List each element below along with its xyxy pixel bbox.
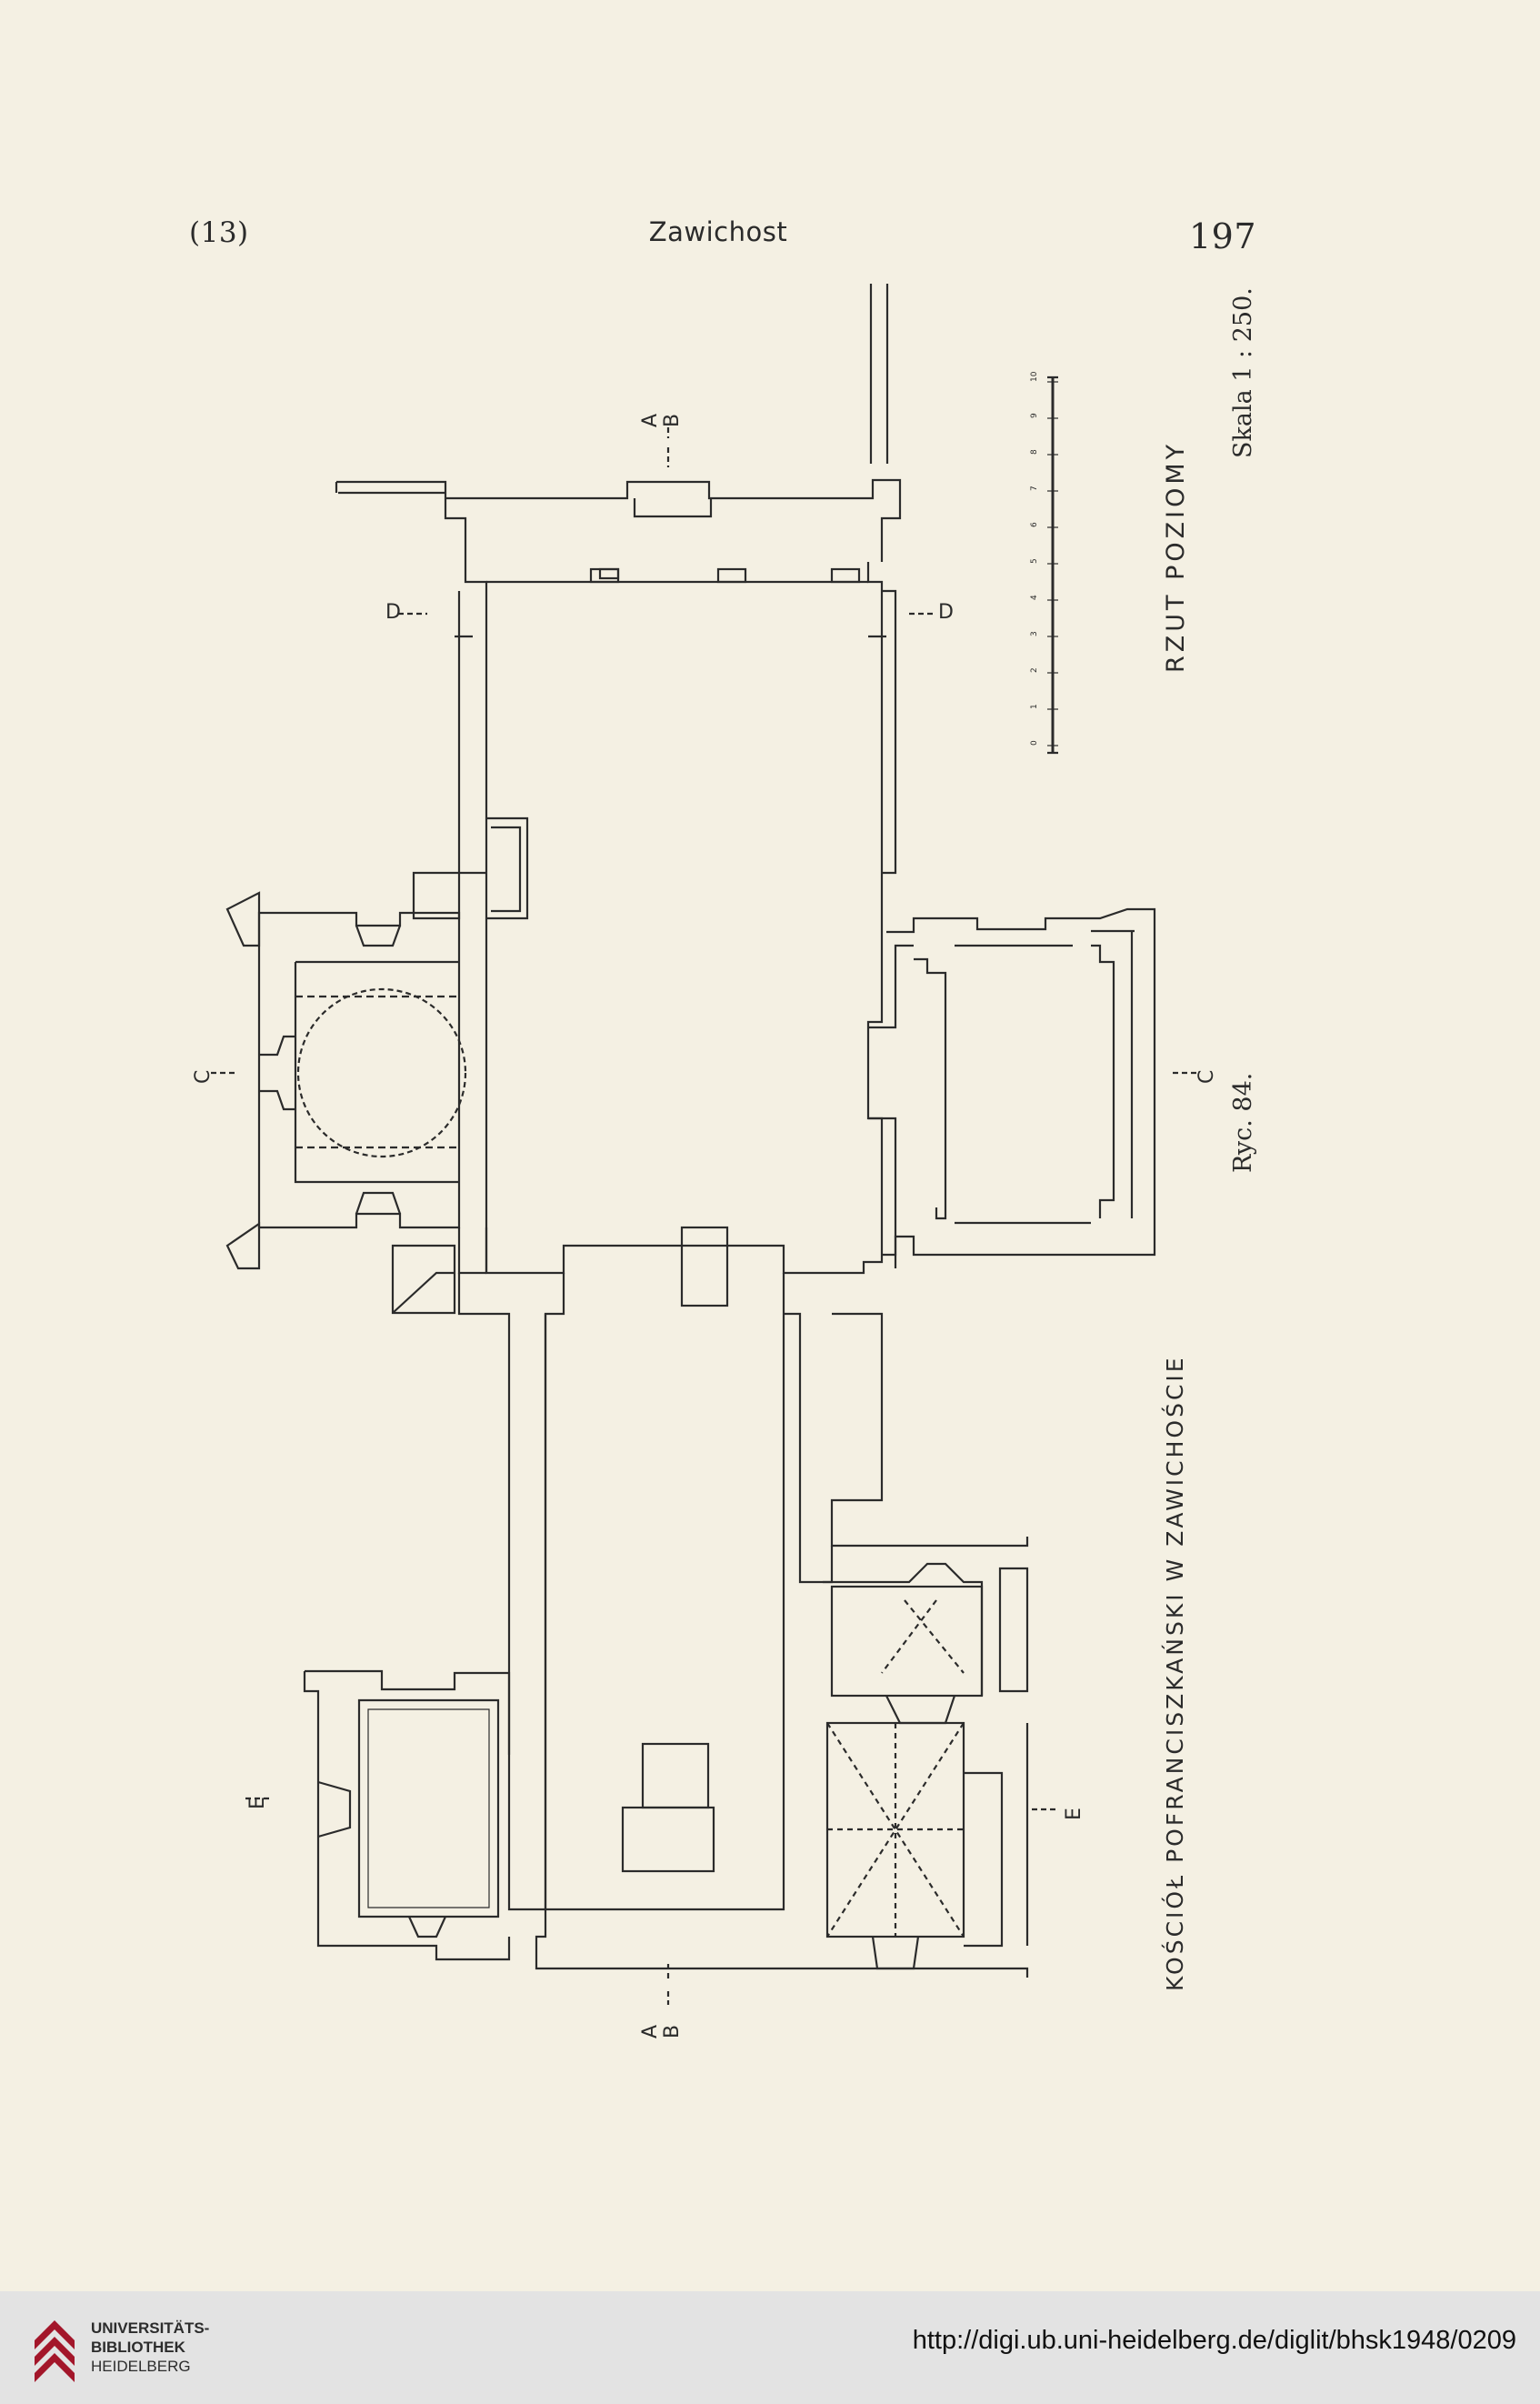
- section-label-d-left: D: [385, 601, 401, 624]
- scale-tick-label: 0: [1030, 740, 1039, 746]
- running-title: Zawichost: [648, 216, 788, 247]
- pier: [716, 567, 747, 584]
- lower-chapel: [303, 1671, 511, 1961]
- scale-tick-label: 5: [1030, 558, 1039, 564]
- scanned-page: (13) Zawichost 197 RZUT POZIOMY Skala 1 …: [189, 216, 1257, 2038]
- permalink[interactable]: http://digi.ub.uni-heidelberg.de/diglit/…: [912, 2326, 1516, 2355]
- scale-tick-label: 8: [1030, 449, 1039, 455]
- section-label-a-bottom: A: [639, 2025, 662, 2038]
- library-name-line3: HEIDELBERG: [91, 2358, 191, 2375]
- library-footer: UNIVERSITÄTS- BIBLIOTHEK HEIDELBERG http…: [0, 2291, 1540, 2404]
- library-name-line2: BIBLIOTHEK: [91, 2339, 185, 2356]
- tower-wall: [869, 284, 889, 464]
- north-chapel: [257, 911, 461, 1229]
- floor-plan-drawing: A B A B D D C C E E 0 1 2 3 4 5 6 7 8 9 10: [192, 284, 1218, 2038]
- scale-bar-ticks: 0 1 2 3 4 5 6 7 8 9 10: [1030, 371, 1058, 746]
- altar: [641, 1742, 710, 1809]
- section-label-c-right: C: [1195, 1070, 1218, 1084]
- section-label-e-right: E: [1063, 1808, 1085, 1820]
- scale-tick-label: 3: [1030, 631, 1039, 636]
- section-label-b-top: B: [661, 414, 684, 427]
- scale-tick-label: 10: [1030, 371, 1039, 382]
- altar-step: [680, 1226, 729, 1307]
- scale-tick-label: 7: [1030, 486, 1039, 491]
- south-chapel: [886, 907, 1156, 1268]
- page-number: 197: [1188, 216, 1256, 256]
- library-logo-icon: [35, 2320, 75, 2382]
- section-label-c-left: C: [192, 1070, 215, 1084]
- scale-tick-label: 1: [1030, 704, 1039, 709]
- section-label-d-right: D: [938, 601, 954, 624]
- section-label-a-top: A: [639, 414, 662, 427]
- porch-wall: [335, 478, 902, 562]
- library-name: UNIVERSITÄTS- BIBLIOTHEK HEIDELBERG: [91, 2319, 209, 2376]
- scale-tick-label: 2: [1030, 667, 1039, 673]
- library-name-line1: UNIVERSITÄTS-: [91, 2319, 210, 2337]
- scale-tick-label: 9: [1030, 413, 1039, 418]
- nave-wall: [464, 562, 884, 1275]
- chapel-dome: [296, 987, 467, 1158]
- section-label-b-bottom: B: [661, 2025, 684, 2038]
- altar-base: [621, 1806, 715, 1873]
- pier: [589, 567, 620, 584]
- chapter-number: (13): [189, 216, 249, 249]
- sacristy: [830, 1585, 984, 1698]
- scale-tick-label: 4: [1030, 595, 1039, 600]
- pier: [830, 567, 861, 584]
- scale-tick-label: 6: [1030, 522, 1039, 527]
- chancel-wall: [544, 1314, 785, 1911]
- section-label-e-left: E: [246, 1797, 269, 1809]
